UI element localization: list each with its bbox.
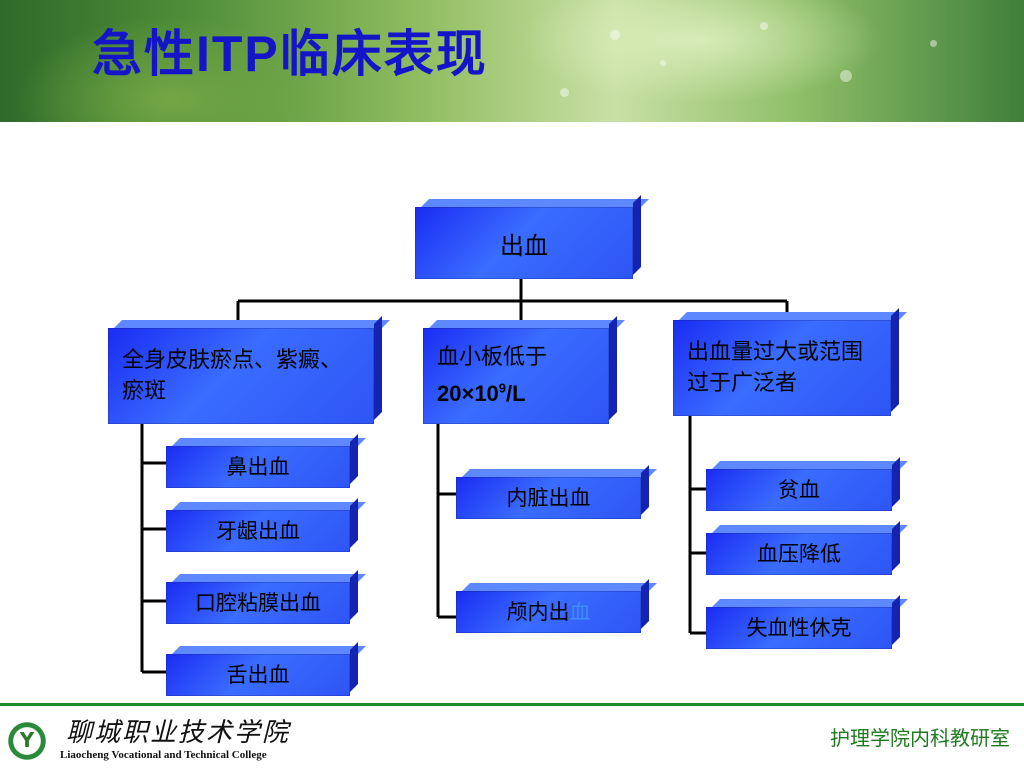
root-label: 出血 xyxy=(500,231,548,260)
header-banner xyxy=(0,0,1024,122)
column-3-node: 出血量过大或范围过于广泛者 xyxy=(673,320,891,416)
college-name-cn: 聊城职业技术学院 xyxy=(66,718,291,748)
page-title: 急性ITP临床表现 xyxy=(92,14,488,86)
column-2-line2: 20×109/L xyxy=(437,380,526,407)
column-3-label: 出血量过大或范围过于广泛者 xyxy=(687,340,864,396)
child-node: 鼻出血 xyxy=(166,446,350,488)
child-node: 牙龈出血 xyxy=(166,510,350,552)
department-label: 护理学院内科教研室 xyxy=(830,726,1010,750)
child-node: 舌出血 xyxy=(166,654,350,696)
child-node: 口腔粘膜出血 xyxy=(166,582,350,624)
title-prefix: 急性 xyxy=(92,24,196,83)
column-2-line1: 血小板低于 xyxy=(437,344,548,370)
college-name-en: Liaocheng Vocational and Technical Colle… xyxy=(60,749,267,761)
title-latin: ITP xyxy=(196,26,280,82)
child-node: 血压降低 xyxy=(706,533,892,575)
title-suffix: 临床表现 xyxy=(279,24,488,83)
child-node: 贫血 xyxy=(706,469,892,511)
footer-divider xyxy=(0,703,1024,706)
child-node: 颅内出血 xyxy=(456,591,641,633)
child-node: 失血性休克 xyxy=(706,607,892,649)
column-2-node: 血小板低于 20×109/L xyxy=(423,328,609,424)
child-node: 内脏出血 xyxy=(456,477,641,519)
column-1-node: 全身皮肤瘀点、紫癜、瘀斑 xyxy=(108,328,374,424)
root-node: 出血 xyxy=(415,207,633,279)
column-1-label: 全身皮肤瘀点、紫癜、瘀斑 xyxy=(122,348,343,404)
college-logo: Y xyxy=(6,720,48,762)
column-2-label: 血小板低于 20×109/L xyxy=(437,342,547,410)
